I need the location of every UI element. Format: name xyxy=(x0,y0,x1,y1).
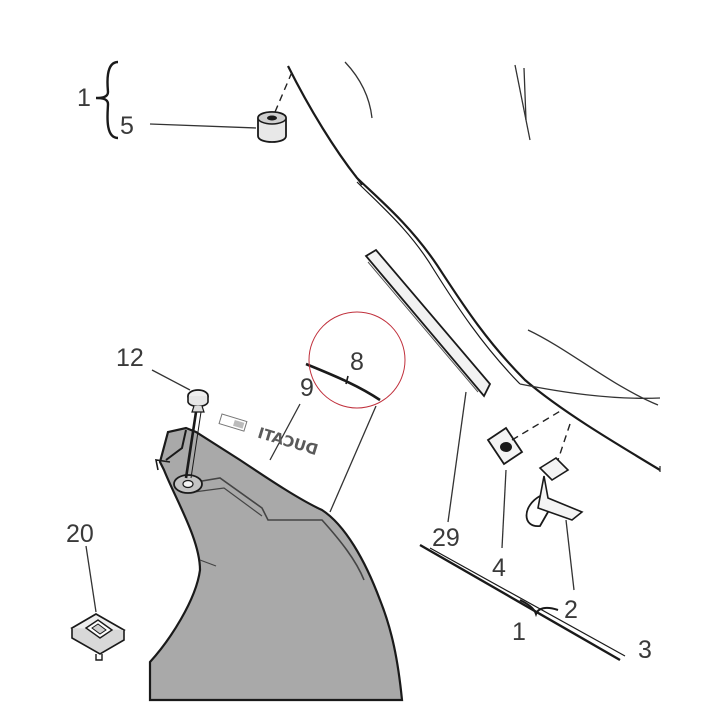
callout-12: 12 xyxy=(116,344,144,372)
callout-3: 3 xyxy=(638,636,652,664)
callout-1-bottom: 1 xyxy=(512,618,526,646)
group-brace-bottom xyxy=(519,599,559,618)
bracket-clip-part xyxy=(525,423,584,591)
rubber-strip-part xyxy=(364,248,492,523)
screw-part xyxy=(151,369,209,479)
group-brace-top xyxy=(95,60,119,140)
callout-2: 2 xyxy=(564,596,578,624)
lower-edge-line xyxy=(419,543,626,662)
rectangular-clip-part xyxy=(70,545,126,661)
callout-9: 9 xyxy=(300,374,314,402)
side-panel-part xyxy=(148,426,404,702)
callout-labels: 1 5 12 8 9 20 29 4 2 1 3 xyxy=(66,84,652,664)
highlight-circle xyxy=(308,311,406,409)
callout-4: 4 xyxy=(492,554,506,582)
speed-nut-part xyxy=(486,409,563,549)
ducati-logo-text: DUCATI xyxy=(256,424,320,459)
ducati-logo-decal: DUCATI xyxy=(218,413,320,459)
grommet-part xyxy=(149,71,293,143)
callout-5: 5 xyxy=(120,112,134,140)
callout-8: 8 xyxy=(350,348,364,376)
callout-29: 29 xyxy=(432,524,460,552)
callout-1-top: 1 xyxy=(77,84,91,112)
fairing-outline xyxy=(287,61,661,472)
callout-20: 20 xyxy=(66,520,94,548)
decal-strip-part xyxy=(269,362,381,513)
